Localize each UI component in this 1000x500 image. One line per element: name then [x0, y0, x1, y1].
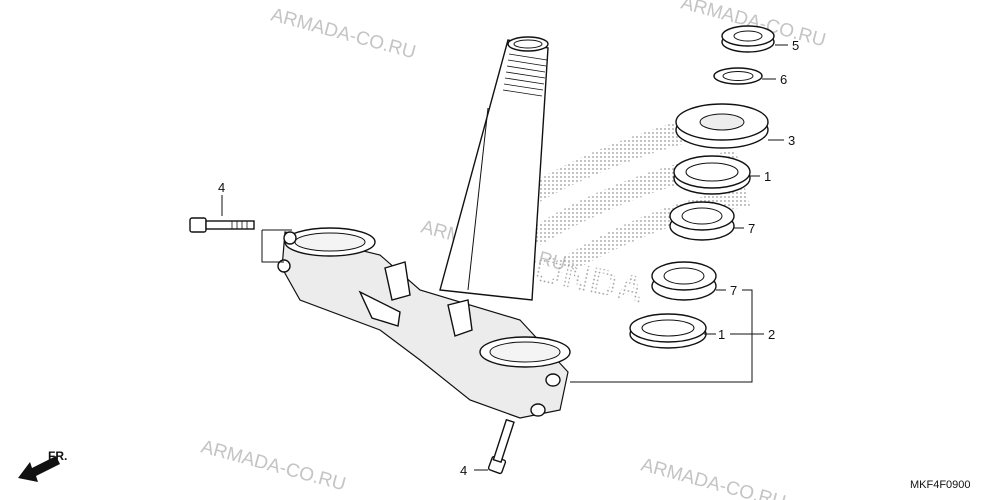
- callout-4-bottom: 4: [460, 463, 467, 478]
- front-direction-indicator: FR.: [18, 449, 67, 482]
- pinch-bolt-bottom: [487, 418, 515, 475]
- watermark-bottom-left: ARMADA-CO.RU: [199, 437, 348, 496]
- arrow-down-left-icon: [18, 456, 60, 482]
- callout-bracket-2: [570, 289, 764, 383]
- callout-7-lower: 7: [730, 283, 737, 298]
- watermark-top-center: ARMADA-CO.RU: [269, 5, 418, 64]
- part-7-upper-bearing: [669, 201, 735, 241]
- part-7-lower-bearing: [651, 261, 717, 301]
- callout-1-lower: 1: [718, 327, 725, 342]
- callout-5: 5: [792, 38, 799, 53]
- lower-triple-clamp: [277, 227, 571, 419]
- callout-1-upper: 1: [764, 169, 771, 184]
- part-1-upper-race: [673, 155, 751, 195]
- watermark-bottom-right: ARMADA-CO.RU: [639, 455, 788, 500]
- part-5-lock-nut: [721, 25, 775, 53]
- steering-stem-tube: [439, 36, 549, 301]
- callout-7-upper: 7: [748, 221, 755, 236]
- front-label: FR.: [48, 449, 67, 463]
- diagram-code: MKF4F0900: [910, 479, 971, 491]
- callout-6: 6: [780, 72, 787, 87]
- pinch-bolt-top: [189, 195, 255, 233]
- part-1-lower-race: [629, 313, 707, 349]
- part-3-adjusting-nut: [675, 103, 769, 149]
- part-6-lock-washer: [713, 67, 763, 85]
- callout-bracket-4-top: [261, 229, 292, 263]
- callout-4-top: 4: [218, 180, 225, 195]
- callout-3: 3: [788, 133, 795, 148]
- callout-2: 2: [768, 327, 775, 342]
